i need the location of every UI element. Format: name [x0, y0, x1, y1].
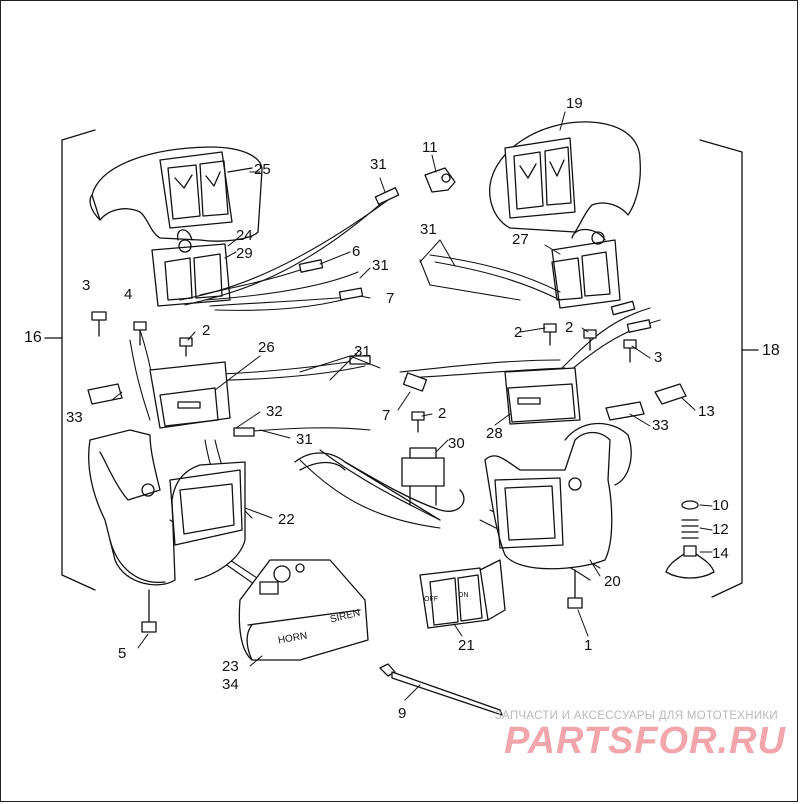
right-switch-cover — [489, 121, 641, 233]
cable-tie — [379, 663, 503, 716]
callout-11: 11 — [422, 139, 438, 156]
right-lower-switch-assembly — [504, 367, 581, 425]
callout-3-right: 3 — [654, 349, 663, 366]
callout-10: 10 — [712, 497, 729, 514]
callout-6: 6 — [352, 243, 361, 260]
callout-33-right: 33 — [652, 417, 669, 434]
callout-29: 29 — [236, 245, 253, 262]
bracket-right — [699, 139, 759, 598]
callout-3-left: 3 — [82, 277, 91, 294]
callout-5: 5 — [118, 645, 127, 662]
callout-7-center: 7 — [382, 407, 391, 424]
clips — [87, 383, 645, 421]
callout-30: 30 — [448, 435, 465, 452]
callout-4: 4 — [124, 286, 133, 303]
callout-2-left: 2 — [202, 322, 211, 339]
wire-clip — [424, 167, 456, 193]
callout-9: 9 — [398, 705, 407, 722]
callout-24: 24 — [236, 227, 253, 244]
off-label: OFF — [424, 596, 438, 603]
callout-16: 16 — [24, 329, 42, 346]
callout-14: 14 — [712, 545, 729, 562]
callout-31-right: 31 — [420, 221, 437, 238]
callout-27: 27 — [512, 231, 529, 248]
callout-23: 23 — [222, 658, 239, 675]
callout-13: 13 — [698, 403, 715, 420]
callout-28: 28 — [486, 425, 503, 442]
callout-31-lower: 31 — [296, 431, 313, 448]
callout-26: 26 — [258, 339, 275, 356]
callout-31-top: 31 — [370, 156, 387, 173]
pad — [654, 383, 687, 405]
callout-22: 22 — [278, 511, 295, 528]
left-lower-housing — [88, 429, 246, 586]
callout-19: 19 — [566, 95, 583, 112]
callout-32: 32 — [266, 403, 283, 420]
callout-20: 20 — [604, 573, 621, 590]
callout-18: 18 — [762, 342, 780, 359]
rocker-switch-block — [419, 559, 506, 629]
callout-2-right-a: 2 — [514, 324, 523, 341]
callout-21: 21 — [458, 637, 475, 654]
callout-34: 34 — [222, 676, 239, 693]
callout-31-center: 31 — [354, 343, 371, 360]
spring-stack — [665, 500, 715, 579]
callout-12: 12 — [712, 521, 729, 538]
left-switch-cover — [89, 146, 263, 242]
screws — [91, 311, 637, 633]
watermark-logo: PARTSFOR.RU — [504, 720, 786, 762]
callout-31-mid: 31 — [372, 257, 389, 274]
center-harness-loop — [294, 452, 465, 521]
horn-siren-switch-housing — [238, 559, 369, 661]
watermark-tagline: ЗАПЧАСТИ И АКСЕССУАРЫ ДЛЯ МОТОТЕХНИКИ — [494, 710, 778, 722]
callout-25: 25 — [254, 161, 271, 178]
right-upper-switch-assembly — [551, 228, 621, 309]
connector-plugs — [233, 187, 652, 437]
leader-lines — [111, 111, 713, 701]
bracket-left — [44, 129, 96, 591]
callout-33-left: 33 — [66, 409, 83, 426]
left-lower-switch-assembly — [149, 361, 231, 429]
left-upper-switch-assembly — [151, 229, 231, 307]
on-label: ON — [458, 592, 469, 599]
callout-2-center: 2 — [438, 405, 447, 422]
callout-1: 1 — [584, 637, 593, 654]
callout-2-right-b: 2 — [565, 319, 574, 336]
callout-7-top: 7 — [386, 290, 395, 307]
right-lower-housing — [484, 422, 632, 570]
